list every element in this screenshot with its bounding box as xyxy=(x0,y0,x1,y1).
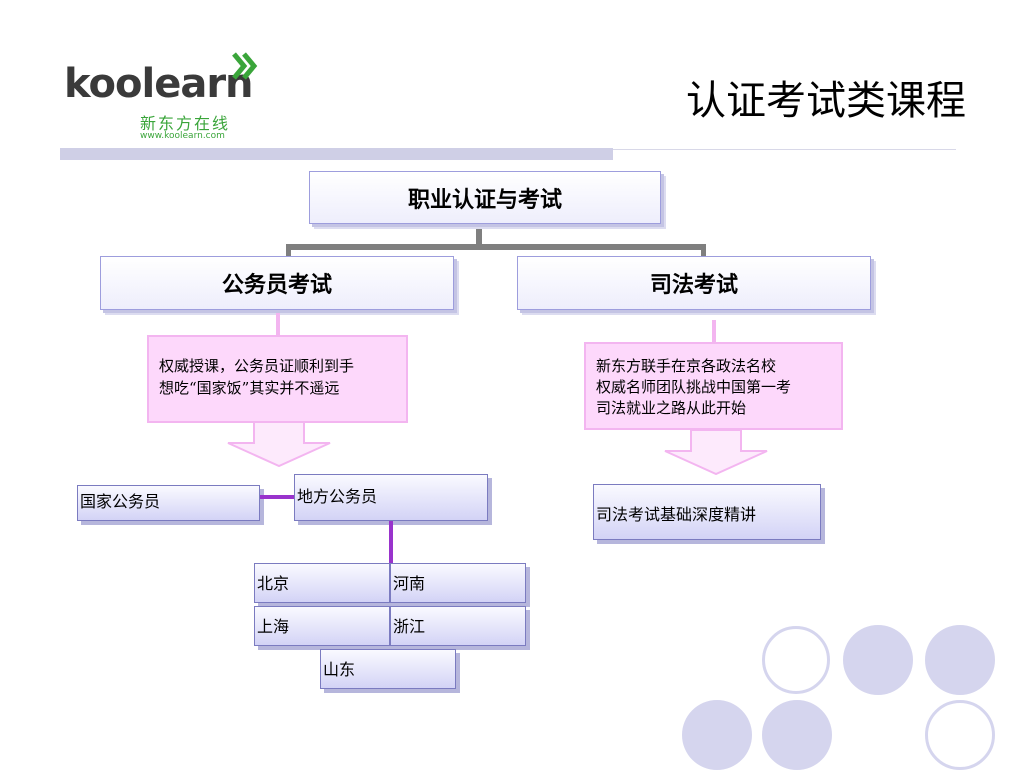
judicial-description-line-1: 新东方联手在京各政法名校 xyxy=(596,357,777,375)
civil-description-line-1: 权威授课，公务员证顺利到手 xyxy=(159,357,355,375)
decor-circle-filled xyxy=(762,700,832,770)
branch-civil-service: 公务员考试 xyxy=(100,256,454,310)
branch-connector-right xyxy=(701,244,706,256)
judicial-pink-connector xyxy=(712,320,716,343)
header-divider-thin xyxy=(613,149,956,150)
leaf-region-beijing: 北京 xyxy=(254,563,390,603)
logo-chinese-name: 新东方在线 xyxy=(140,114,231,133)
national-local-connector xyxy=(260,495,294,499)
branch-judicial: 司法考试 xyxy=(517,256,871,310)
branch-connector-horizontal xyxy=(286,244,706,250)
judicial-description: 新东方联手在京各政法名校 权威名师团队挑战中国第一考 司法就业之路从此开始 xyxy=(584,342,843,430)
header-divider xyxy=(60,148,613,160)
decor-circle-filled xyxy=(925,625,995,695)
leaf-judicial-course: 司法考试基础深度精讲 xyxy=(593,484,821,540)
decor-circle-filled xyxy=(682,700,752,770)
branch-connector-left xyxy=(286,244,291,256)
page-title: 认证考试类课程 xyxy=(686,78,966,124)
decor-circle-filled xyxy=(843,625,913,695)
decor-circle-outline xyxy=(762,626,830,694)
civil-pink-connector xyxy=(276,313,280,336)
leaf-region-zhejiang: 浙江 xyxy=(390,606,526,646)
civil-description-line-2: 想吃“国家饭”其实并不遥远 xyxy=(159,379,340,397)
judicial-description-line-3: 司法就业之路从此开始 xyxy=(596,399,747,417)
leaf-region-shanghai: 上海 xyxy=(254,606,390,646)
judicial-description-line-2: 权威名师团队挑战中国第一考 xyxy=(596,378,792,396)
judicial-down-arrow-icon xyxy=(664,429,768,475)
civil-description: 权威授课，公务员证顺利到手 想吃“国家饭”其实并不遥远 xyxy=(147,335,408,423)
root-connector-vertical xyxy=(476,224,482,246)
logo-url: www.koolearn.com xyxy=(140,131,225,141)
leaf-region-shandong: 山东 xyxy=(320,649,456,689)
civil-down-arrow-icon xyxy=(227,421,331,467)
local-down-connector xyxy=(389,521,393,563)
leaf-region-henan: 河南 xyxy=(390,563,526,603)
logo-wordmark: koolearn xyxy=(64,61,254,107)
decor-circle-outline xyxy=(925,700,995,770)
leaf-local-civil-servant: 地方公务员 xyxy=(294,474,488,521)
root-node: 职业认证与考试 xyxy=(309,171,661,224)
logo-chevron-icon xyxy=(232,52,258,80)
leaf-national-civil-servant: 国家公务员 xyxy=(77,485,260,521)
